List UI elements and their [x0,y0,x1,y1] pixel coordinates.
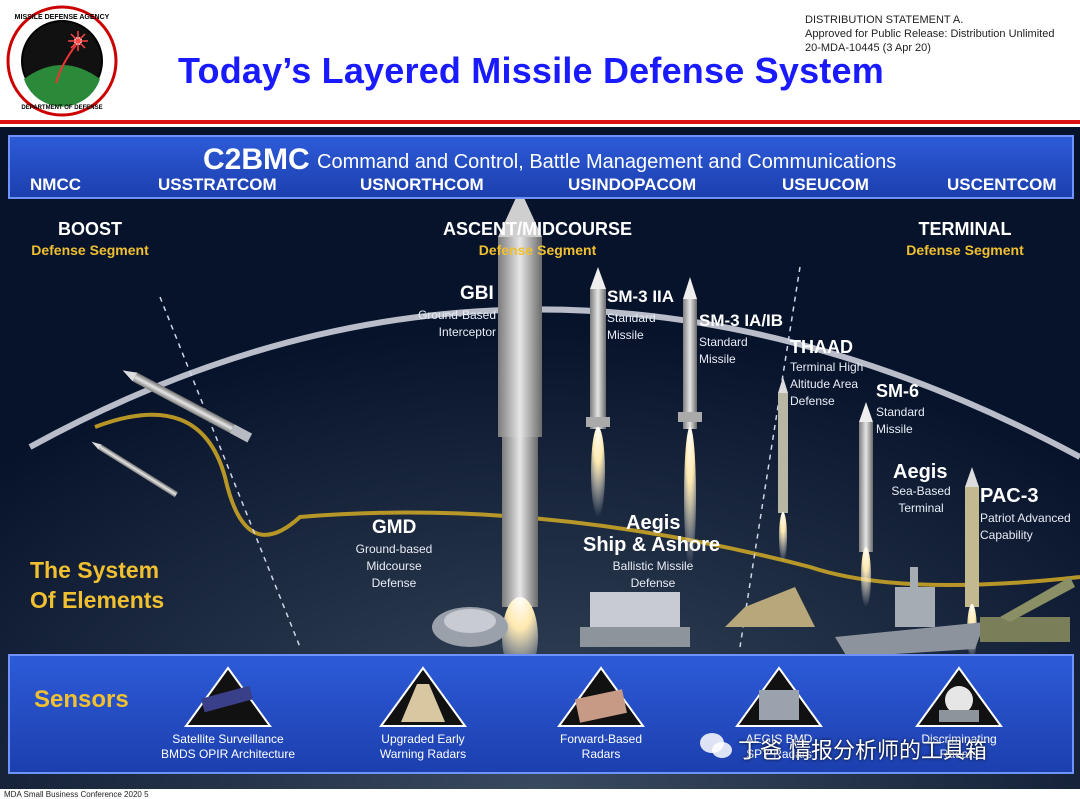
distribution-statement: DISTRIBUTION STATEMENT A. Approved for P… [805,13,1054,55]
segment-midcourse-subtitle: Defense Segment [460,242,615,258]
thaad-missile [778,377,788,562]
watermark-text: 丁爸 情报分析师的工具箱 [738,733,987,765]
wechat-icon [698,731,734,761]
svg-text:DEPARTMENT OF DEFENSE: DEPARTMENT OF DEFENSE [21,105,102,111]
forward-based-radar-icon [545,666,657,730]
sm6-missile [859,402,873,607]
aegis-ashore-title: Aegis [626,512,680,535]
mda-logo: MISSILE DEFENSE AGENCY DEPARTMENT OF DEF… [6,5,118,117]
c2bmc-full-name: Command and Control, Battle Management a… [317,151,896,174]
distribution-line-2: Approved for Public Release: Distributio… [805,27,1054,41]
thaad-title: THAAD [790,337,853,358]
segment-boost-subtitle: Defense Segment [15,242,165,258]
svg-text:MISSILE DEFENSE AGENCY: MISSILE DEFENSE AGENCY [15,14,110,21]
command-usstratcom: USSTRATCOM [158,175,277,195]
aegis-ashore-subtitle: Ship & Ashore [583,534,720,557]
aegis-terminal-title: Aegis [893,461,947,484]
segment-terminal-subtitle: Defense Segment [890,242,1040,258]
diagram-panel: C2BMC Command and Control, Battle Manage… [0,127,1080,789]
early-warning-radar-icon [367,666,479,730]
pac3-title: PAC-3 [980,485,1039,508]
command-usindopacom: USINDOPACOM [568,175,696,195]
command-usnorthcom: USNORTHCOM [360,175,484,195]
c2bmc-bar: C2BMC Command and Control, Battle Manage… [8,135,1074,199]
gmd-silo [432,607,508,647]
command-useucom: USEUCOM [782,175,869,195]
segment-midcourse-title: ASCENT/MIDCOURSE [420,219,655,240]
c2bmc-acronym: C2BMC [203,143,310,177]
sm6-title: SM-6 [876,381,919,402]
segment-boost-title: BOOST [50,219,130,240]
sensors-title: Sensors [34,686,129,714]
sm3iia-title: SM-3 IIA [607,287,674,307]
slide-footer: MDA Small Business Conference 2020 5 [4,790,149,799]
satellite-icon [172,666,284,730]
command-nmcc: NMCC [30,175,81,195]
page-title: Today’s Layered Missile Defense System [178,50,884,92]
system-of-elements-label: The System Of Elements [30,555,164,615]
header-divider [0,120,1080,124]
aegis-ashore-facility [580,592,690,647]
gbi-title: GBI [460,283,494,305]
sm3iaib-title: SM-3 IA/IB [699,311,783,331]
aegis-spy-radar-icon [723,666,835,730]
discriminating-radar-icon [903,666,1015,730]
gbi-missile [498,189,542,677]
command-uscentcom: USCENTCOM [947,175,1057,195]
gmd-title: GMD [372,517,416,539]
segment-terminal-title: TERMINAL [900,219,1030,240]
distribution-line-1: DISTRIBUTION STATEMENT A. [805,13,1054,27]
